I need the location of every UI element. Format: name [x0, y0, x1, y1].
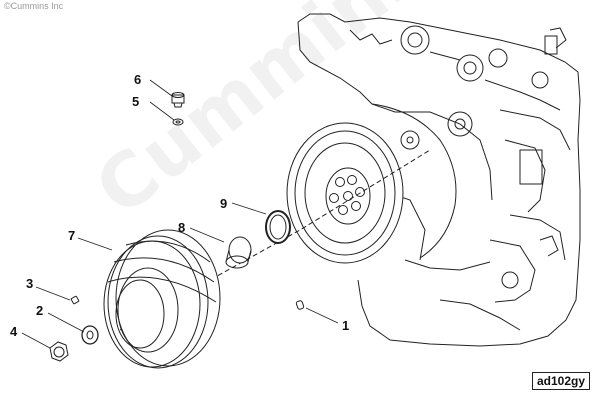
part-9-seal	[265, 210, 291, 244]
drawing-code-label: ad102gy	[532, 372, 591, 390]
engine-block	[297, 13, 581, 347]
crankshaft-damper	[286, 122, 404, 264]
part-8-wear-sleeve	[225, 236, 252, 269]
leader-lines	[21, 79, 339, 349]
part-3-pin	[70, 295, 80, 305]
part-1-dowel-pin	[295, 300, 305, 310]
part-6-plug	[171, 92, 185, 108]
part-7-crankshaft-pulley	[103, 229, 221, 369]
callout-1: 1	[342, 318, 350, 333]
callout-7: 7	[68, 228, 76, 243]
callout-4: 4	[10, 324, 18, 339]
callout-9: 9	[220, 196, 228, 211]
copyright-notice: ©Cummins Inc	[4, 1, 64, 11]
callout-5: 5	[132, 94, 140, 109]
part-4-hex-nut	[49, 341, 69, 362]
part-5-washer	[172, 118, 184, 126]
callout-3: 3	[26, 276, 34, 291]
part-2-washer	[81, 325, 99, 345]
front-cover	[371, 103, 473, 259]
callout-6: 6	[134, 72, 142, 87]
callout-8: 8	[178, 220, 186, 235]
callout-2: 2	[36, 303, 44, 318]
